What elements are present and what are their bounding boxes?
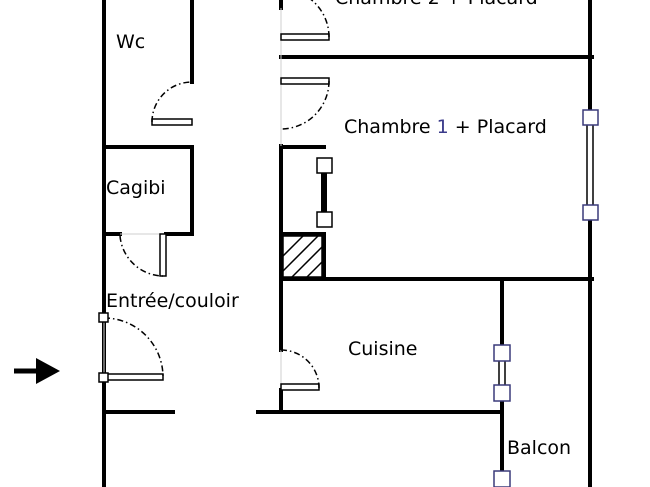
wc-door-swing — [151, 81, 193, 123]
duct-hatch-3 — [291, 246, 323, 278]
chambre2-door-leaf — [280, 33, 330, 41]
label-balcon: Balcon — [507, 437, 571, 459]
cuisine-door-swing — [280, 349, 320, 389]
closet-window-frame-top — [316, 157, 333, 174]
chambre1-door-leaf — [280, 77, 330, 85]
label-chambre2: Chambre 2 + Placard — [335, 0, 538, 9]
chambre1-window-frame-top — [582, 109, 599, 126]
windows — [316, 109, 599, 487]
entry-hinge-top — [98, 312, 109, 323]
label-cagibi: Cagibi — [106, 177, 166, 199]
chambre1-door-swing — [280, 80, 330, 130]
cagibi-door-swing — [119, 235, 164, 277]
cuisine-door-leaf — [280, 383, 320, 391]
chambre1-window-frame-bottom — [582, 204, 599, 221]
duct-outline — [282, 235, 323, 278]
entrance-arrow-head — [36, 358, 60, 384]
duct-hatch-1 — [282, 235, 304, 257]
cuisine-window-frame-top — [493, 344, 511, 362]
label-wc: Wc — [116, 31, 145, 53]
duct-hatch-4 — [306, 261, 323, 278]
label-chambre1-suffix: + Placard — [449, 116, 547, 138]
duct-hatch-2 — [282, 235, 319, 272]
arrow-right-icon — [14, 358, 60, 384]
wc-door-leaf — [151, 118, 193, 126]
label-chambre1: Chambre 1 + Placard — [344, 116, 547, 138]
hatched-duct — [282, 235, 323, 278]
cuisine-window-frame-bottom — [493, 384, 511, 402]
cagibi-door-leaf — [159, 233, 167, 277]
balcon-window-frame — [493, 470, 511, 487]
label-entree: Entrée/couloir — [106, 290, 239, 312]
walls — [102, 0, 594, 487]
label-chambre1-number: 1 — [437, 116, 449, 138]
closet-window-frame-bottom — [316, 211, 333, 228]
label-chambre1-prefix: Chambre — [344, 116, 437, 138]
doors — [98, 0, 330, 391]
entry-hinge-bottom — [98, 372, 109, 383]
chambre2-door-swing — [310, 0, 330, 38]
entry-door-swing — [103, 317, 164, 378]
room-labels: Chambre 2 + Placard Chambre 1 + Placard … — [106, 0, 571, 459]
entry-door-leaf — [103, 373, 164, 381]
label-cuisine: Cuisine — [348, 338, 418, 360]
